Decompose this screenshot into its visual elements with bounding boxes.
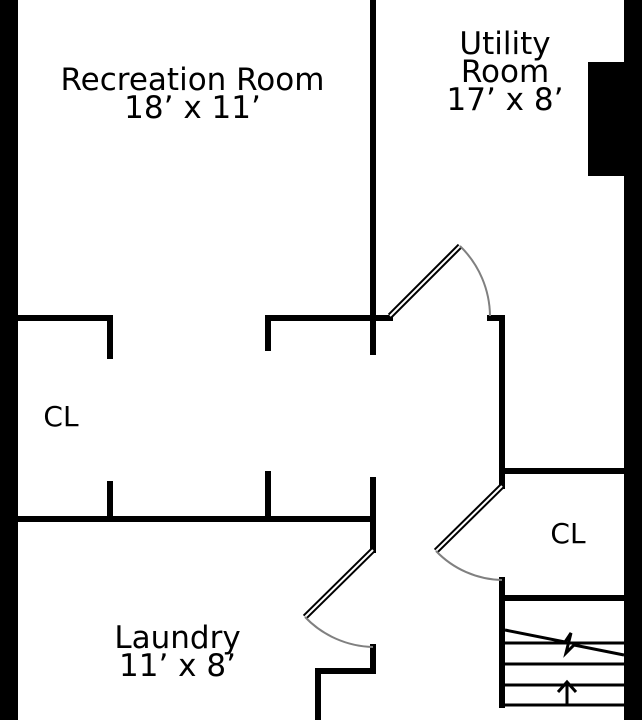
utility-room-label: Utility Room 17’ x 8’ — [430, 26, 580, 118]
closet-left-label: CL — [43, 400, 79, 433]
laundry-label: Laundry 11’ x 8’ — [95, 620, 260, 684]
exterior-wall-left — [0, 0, 18, 720]
utility-room-size: 17’ x 8’ — [446, 82, 564, 118]
closet-right-label: CL — [550, 517, 586, 550]
utility-room-name-1: Utility — [459, 26, 551, 62]
stair-up-arrow-icon — [556, 679, 578, 705]
stair-break-line — [504, 628, 625, 658]
recreation-room-label: Recreation Room 18’ x 11’ — [40, 62, 345, 126]
chimney-block — [588, 62, 624, 176]
recreation-room-size: 18’ x 11’ — [124, 90, 261, 126]
utility-room-name-2: Room — [460, 54, 550, 90]
door-laundry[interactable] — [302, 547, 376, 648]
door-closet-right[interactable] — [433, 483, 505, 581]
door-utility[interactable] — [387, 243, 491, 319]
laundry-size: 11’ x 8’ — [119, 648, 236, 684]
stairs — [502, 628, 625, 707]
laundry-name: Laundry — [114, 620, 241, 656]
recreation-room-name: Recreation Room — [60, 62, 325, 98]
exterior-wall-right — [624, 0, 642, 720]
